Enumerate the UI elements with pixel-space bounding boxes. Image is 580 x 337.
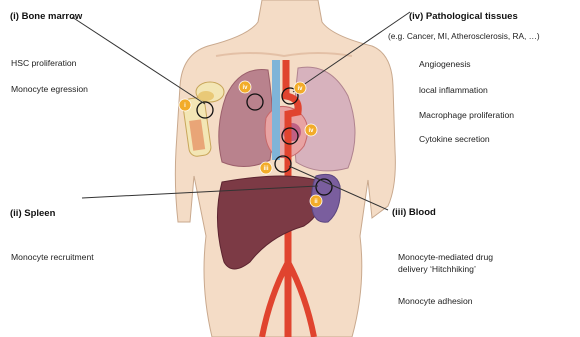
pathological-item-3: Macrophage proliferation [419,110,514,120]
pathological-item-4: Cytokine secretion [419,134,490,144]
bone-marrow-item-1: HSC proliferation [11,58,76,68]
badge-i: i [179,99,191,111]
bone-marrow-item-2: Monocyte egression [11,84,88,94]
badge-iv-c: iv [305,124,317,136]
svg-text:iv: iv [242,85,248,91]
svg-text:iv: iv [308,128,314,134]
blood-item-1: Monocyte-mediated drug [398,252,493,262]
pathological-title: (iv) Pathological tissues [409,11,518,22]
pathological-item-2: local inflammation [419,85,488,95]
badge-ii: ii [310,195,322,207]
badge-iv-a: iv [239,81,251,93]
badge-iv-b: iv [294,82,306,94]
vena-cava [272,60,280,160]
blood-item-3: Monocyte adhesion [398,296,473,306]
blood-item-2: delivery ‘Hitchhiking’ [398,264,476,274]
svg-text:iv: iv [297,86,303,92]
leader-bone-marrow [72,17,205,104]
svg-text:iii: iii [263,166,268,172]
spleen-title: (ii) Spleen [10,208,55,219]
pathological-item-1: Angiogenesis [419,59,471,69]
badge-iii: iii [260,162,272,174]
pathological-subtitle: (e.g. Cancer, MI, Atherosclerosis, RA, …… [388,32,540,42]
spleen-item-1: Monocyte recruitment [11,252,94,262]
svg-text:ii: ii [314,199,318,205]
blood-title: (iii) Blood [392,207,436,218]
bone-marrow-title: (i) Bone marrow [10,11,82,22]
